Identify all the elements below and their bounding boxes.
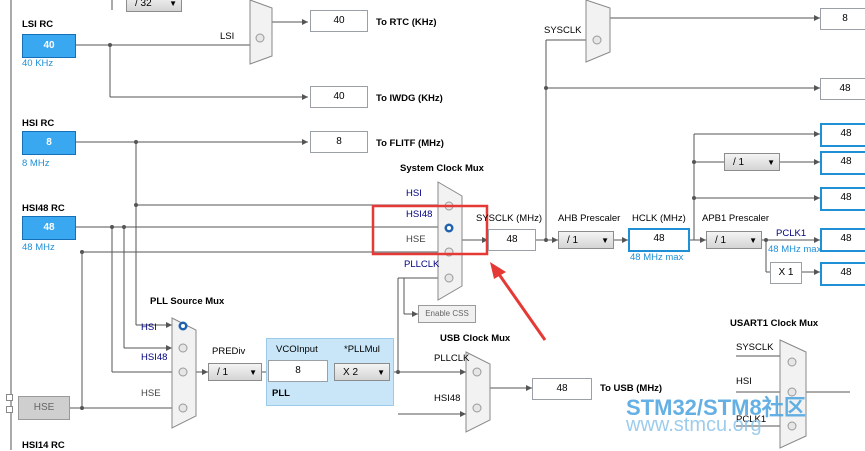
rtc-value: 40 <box>310 10 368 32</box>
output-6[interactable]: 48 <box>820 228 865 252</box>
sysclk-value: 48 <box>488 229 536 251</box>
hsi48-value[interactable]: 48 <box>22 216 76 240</box>
lsi-title: LSI RC <box>22 19 54 30</box>
enable-css-button[interactable]: Enable CSS <box>418 305 476 323</box>
highlight-box <box>371 204 489 256</box>
sysclk-mux-hsi48: HSI48 <box>406 209 433 220</box>
system-clock-mux-title: System Clock Mux <box>400 163 484 174</box>
output-7[interactable]: 48 <box>820 262 865 286</box>
usb-label: To USB (MHz) <box>600 383 663 394</box>
usart-mux-pclk1: PCLK1 <box>736 414 767 425</box>
pll-src-hsi: HSI <box>141 322 157 333</box>
usb-clock-mux-title: USB Clock Mux <box>440 333 511 344</box>
output-1: 8 <box>820 8 865 30</box>
hsi48-title: HSI48 RC <box>22 203 65 214</box>
apb1-divider-select[interactable]: / 1▼ <box>724 153 780 171</box>
sysclk-top-label: SYSCLK <box>544 25 582 36</box>
flitf-value: 8 <box>310 131 368 153</box>
hclk-max: 48 MHz max <box>630 252 684 263</box>
usb-mux-hsi48: HSI48 <box>434 393 461 404</box>
pll-source-mux-title: PLL Source Mux <box>150 296 225 307</box>
pll-title: PLL <box>272 388 290 399</box>
hsi-title: HSI RC <box>22 118 55 129</box>
prediv-select[interactable]: / 1▼ <box>208 363 262 381</box>
usart-mux-hsi: HSI <box>736 376 752 387</box>
watermark-title: STM32/STM8社区 <box>626 395 806 420</box>
usb-value: 48 <box>532 378 592 400</box>
ahb-prescaler-select[interactable]: / 1▼ <box>558 231 614 249</box>
hse-pin-bottom <box>6 406 13 413</box>
iwdg-label: To IWDG (KHz) <box>376 93 443 104</box>
pclk1-label: PCLK1 <box>776 228 807 239</box>
usart1-clock-mux-title: USART1 Clock Mux <box>730 318 819 329</box>
sysclk-label: SYSCLK (MHz) <box>476 213 542 224</box>
apb1-prescaler-select[interactable]: / 1▼ <box>706 231 762 249</box>
output-2: 48 <box>820 78 865 100</box>
pll-src-hse: HSE <box>141 388 161 399</box>
vco-input-value: 8 <box>268 360 328 382</box>
sysclk-mux-hsi: HSI <box>406 188 422 199</box>
iwdg-value: 40 <box>310 86 368 108</box>
hsi14-title: HSI14 RC <box>22 440 65 451</box>
lsi-value[interactable]: 40 <box>22 34 76 58</box>
output-3[interactable]: 48 <box>820 123 865 147</box>
vco-input-label: VCOInput <box>276 344 318 355</box>
lsi-freq: 40 KHz <box>22 58 54 69</box>
hse-pin-top <box>6 394 13 401</box>
highlight-arrow <box>494 269 547 341</box>
usart-mux-sysclk: SYSCLK <box>736 342 774 353</box>
rtc-divider-select[interactable]: / 32▼ <box>126 0 182 12</box>
hse-button[interactable]: HSE <box>18 396 70 420</box>
hclk-value[interactable]: 48 <box>628 228 690 252</box>
pll-src-hsi48: HSI48 <box>141 352 168 363</box>
apb1-timer-multiplier: X 1 <box>770 262 802 284</box>
usb-mux-pllclk: PLLCLK <box>434 353 470 364</box>
rtc-mux-lsi-label: LSI <box>220 31 235 42</box>
watermark-url: www.stmcu.org <box>626 414 762 436</box>
ahb-prescaler-label: AHB Prescaler <box>558 213 621 224</box>
apb1-prescaler-label: APB1 Prescaler <box>702 213 770 224</box>
flitf-label: To FLITF (MHz) <box>376 138 444 149</box>
output-4[interactable]: 48 <box>820 151 865 175</box>
output-5[interactable]: 48 <box>820 187 865 211</box>
prediv-label: PREDiv <box>212 346 246 357</box>
hsi-freq: 8 MHz <box>22 158 50 169</box>
hsi-value[interactable]: 8 <box>22 131 76 155</box>
sysclk-mux-pllclk: PLLCLK <box>404 259 440 270</box>
pclk1-max: 48 MHz max <box>768 244 822 255</box>
hsi48-freq: 48 MHz <box>22 242 55 253</box>
pllmul-label: *PLLMul <box>344 344 380 355</box>
hclk-label: HCLK (MHz) <box>632 213 686 224</box>
sysclk-mux-hse: HSE <box>406 234 426 245</box>
rtc-label: To RTC (KHz) <box>376 17 437 28</box>
pllmul-select[interactable]: X 2▼ <box>334 363 390 381</box>
